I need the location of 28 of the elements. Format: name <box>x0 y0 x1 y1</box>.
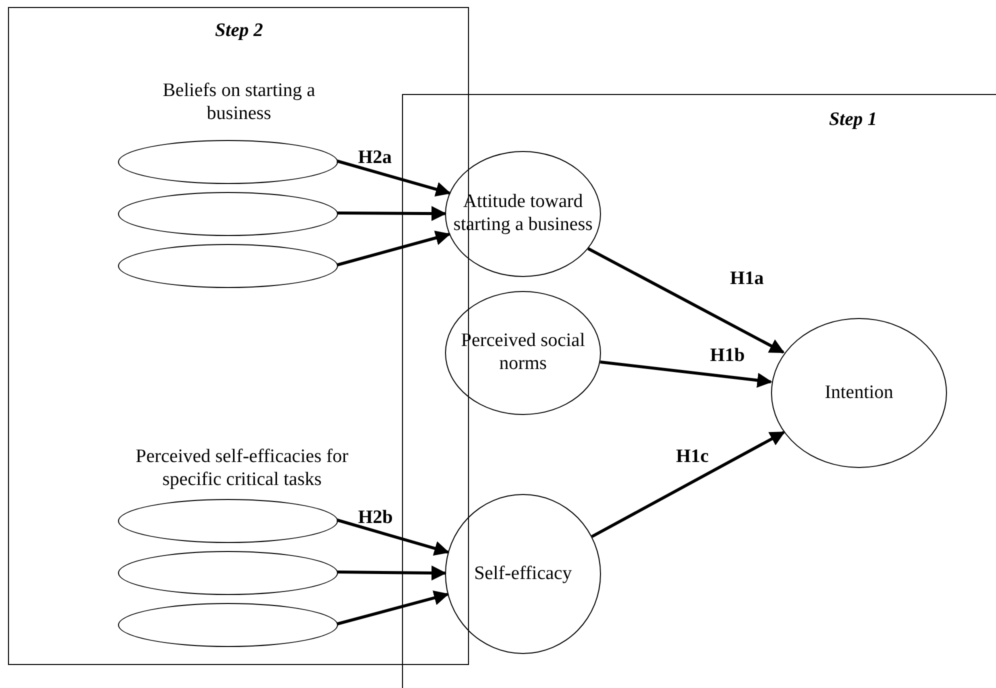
edge-label: H1a <box>730 268 764 290</box>
arrow <box>591 431 786 538</box>
group-frame <box>402 94 996 688</box>
group-heading: Perceived self-efficacies for specific critical tasks <box>134 446 350 492</box>
step-heading: Step 1 <box>828 109 878 132</box>
ellipse <box>118 551 338 595</box>
arrow <box>587 247 785 354</box>
arrow <box>336 590 449 626</box>
arrow <box>336 206 446 221</box>
step-heading: Step 2 <box>214 20 264 43</box>
arrow <box>336 566 446 581</box>
arrow <box>600 360 772 388</box>
edge-label: H1b <box>710 345 745 367</box>
edge-label: H2a <box>358 147 392 169</box>
arrow <box>336 160 451 197</box>
arrow <box>336 518 450 556</box>
edge-label: H1c <box>676 446 709 468</box>
edge-label: H2b <box>358 507 393 529</box>
arrow <box>336 230 451 266</box>
node-label: Self-efficacy <box>473 562 573 586</box>
node-label: Intention <box>824 382 894 404</box>
construct-ellipse <box>771 318 947 468</box>
ellipse <box>118 499 338 543</box>
ellipse <box>118 603 338 647</box>
ellipse <box>118 192 338 236</box>
ellipse <box>118 244 338 288</box>
group-heading: Beliefs on starting a business <box>162 80 316 126</box>
ellipse <box>118 140 338 184</box>
